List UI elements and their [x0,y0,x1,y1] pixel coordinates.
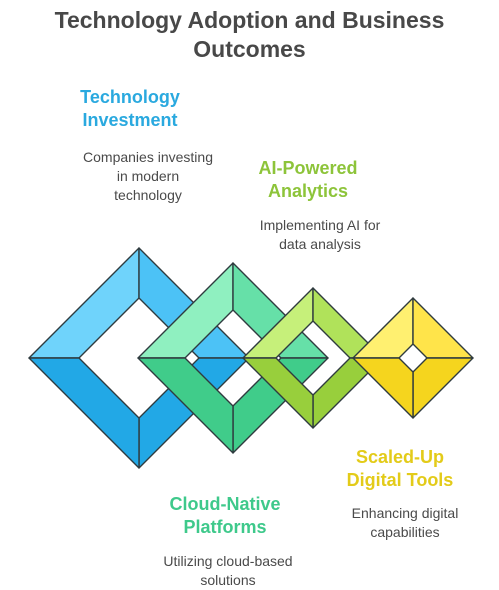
desc-cloud-native-platforms-line-1: Utilizing cloud-based [163,553,293,569]
desc-technology-investment: Companies investing in modern technology [58,148,238,205]
heading-ai-powered-analytics: AI-Powered Analytics [218,157,398,203]
heading-scaled-up-digital-tools-line-1: Scaled-Up [355,447,445,467]
heading-ai-powered-analytics-line-2: Analytics [267,181,349,201]
diamond-technology-investment-upper-left [28,247,140,359]
heading-technology-investment: Technology Investment [40,86,220,132]
heading-cloud-native-platforms-line-2: Platforms [183,517,267,537]
desc-technology-investment-line-3: technology [114,187,182,203]
diagram-title: Technology Adoption and Business Outcome… [0,6,499,64]
diamond-scaled-up-digital-tools-upper-left [352,297,414,359]
desc-ai-powered-analytics: Implementing AI for data analysis [230,216,410,254]
diamond-ai-powered-analytics-lower-left [242,357,314,429]
desc-technology-investment-line-2: in modern [116,168,180,184]
title-line-2: Outcomes [193,36,306,62]
diamond-cloud-native-platforms-lower-left [137,357,234,454]
heading-cloud-native-platforms: Cloud-Native Platforms [135,493,315,539]
heading-cloud-native-platforms-line-1: Cloud-Native [169,494,281,514]
heading-technology-investment-line-1: Technology [80,87,180,107]
diamond-ai-powered-analytics [242,287,384,429]
desc-scaled-up-digital-tools-line-2: capabilities [370,524,440,540]
desc-technology-investment-line-1: Companies investing [83,149,213,165]
heading-ai-powered-analytics-line-1: AI-Powered [258,158,358,178]
diamond-scaled-up-digital-tools-upper-right [412,297,474,359]
heading-scaled-up-digital-tools-line-2: Digital Tools [346,470,454,490]
diamond-technology-investment-lower-left [28,357,140,469]
diamond-cloud-native-platforms [137,262,329,454]
diamond-scaled-up-digital-tools-lower-left [352,357,414,419]
desc-scaled-up-digital-tools: Enhancing digital capabilities [315,504,495,542]
desc-ai-powered-analytics-line-2: data analysis [279,236,361,252]
desc-cloud-native-platforms: Utilizing cloud-based solutions [138,552,318,590]
desc-cloud-native-platforms-line-2: solutions [200,572,256,588]
desc-scaled-up-digital-tools-line-1: Enhancing digital [351,505,459,521]
diamond-scaled-up-digital-tools [352,297,474,419]
desc-ai-powered-analytics-line-1: Implementing AI for [259,217,381,233]
title-line-1: Technology Adoption and Business [54,7,445,33]
heading-technology-investment-line-2: Investment [82,110,178,130]
heading-scaled-up-digital-tools: Scaled-Up Digital Tools [310,446,490,492]
diamond-scaled-up-digital-tools-lower-right [412,357,474,419]
